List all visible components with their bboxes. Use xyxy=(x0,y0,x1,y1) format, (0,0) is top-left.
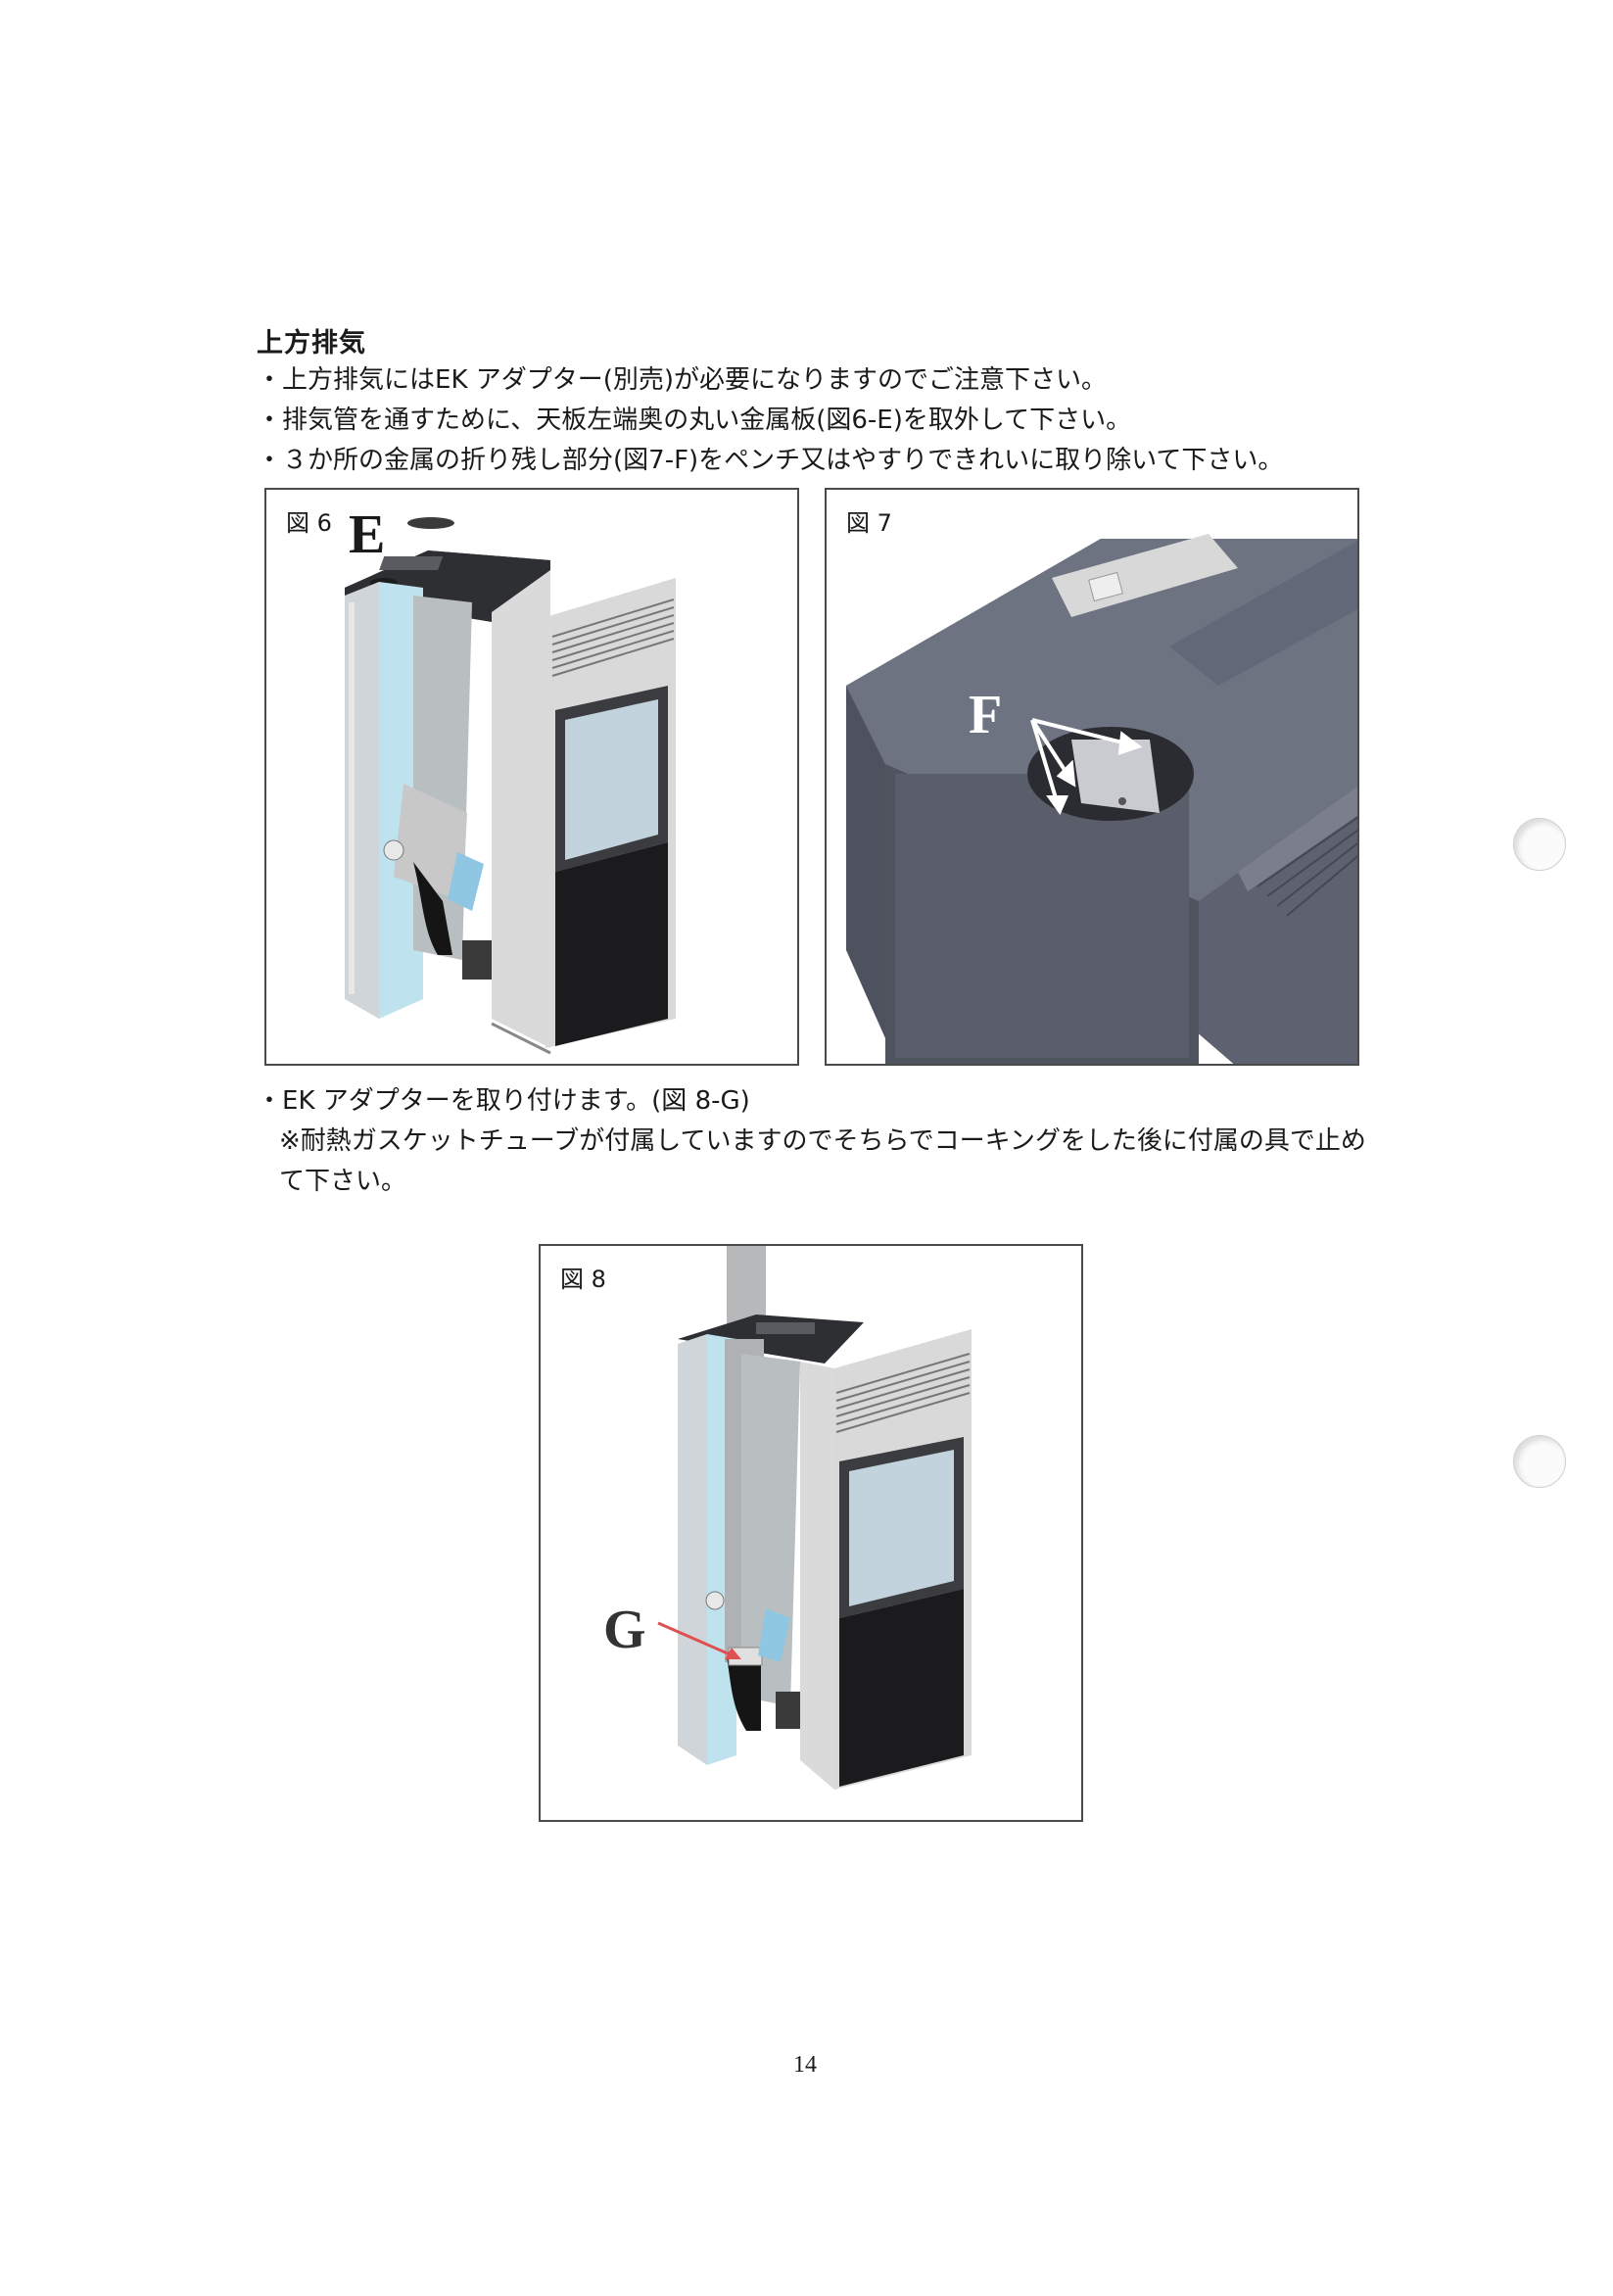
page-number: 14 xyxy=(793,2052,817,2078)
section-heading: 上方排気 xyxy=(257,328,366,359)
figure-7: 図 7 xyxy=(825,488,1359,1066)
instruction-item: 上方排気にはEK アダプター(別売)が必要になりますのでご注意下さい。 xyxy=(257,360,1283,401)
figure-8: 図 8 G xyxy=(539,1244,1083,1822)
figure-6-callout-e: E xyxy=(349,504,386,565)
stove-side-view-illustration xyxy=(345,517,676,1055)
stove-top-closeup-illustration xyxy=(846,534,1357,1064)
stove-with-adapter-illustration xyxy=(657,1246,972,1790)
instruction-item: ３か所の金属の折り残し部分(図7-F)をペンチ又はやすりできれいに取り除いて下さ… xyxy=(257,441,1283,481)
figure-7-label: 図 7 xyxy=(846,509,892,537)
figure-6: 図 6 E xyxy=(264,488,799,1066)
instruction-list-2: EK アダプターを取り付けます。(図 8-G) xyxy=(257,1081,750,1122)
instruction-list: 上方排気にはEK アダプター(別売)が必要になりますのでご注意下さい。 排気管を… xyxy=(257,360,1283,481)
figure-7-callout-f: F xyxy=(969,685,1003,745)
figure-8-callout-g: G xyxy=(603,1600,646,1660)
punch-hole xyxy=(1513,818,1566,871)
figure-6-label: 図 6 xyxy=(286,509,332,537)
note-text: ※耐熱ガスケットチューブが付属していますのでそちらでコーキングをした後に付属の具… xyxy=(279,1126,1366,1196)
figure-8-label: 図 8 xyxy=(560,1266,606,1293)
punch-hole xyxy=(1513,1435,1566,1488)
instruction-item: 排気管を通すために、天板左端奥の丸い金属板(図6-E)を取外して下さい。 xyxy=(257,401,1283,441)
instruction-item: EK アダプターを取り付けます。(図 8-G) xyxy=(257,1081,750,1122)
